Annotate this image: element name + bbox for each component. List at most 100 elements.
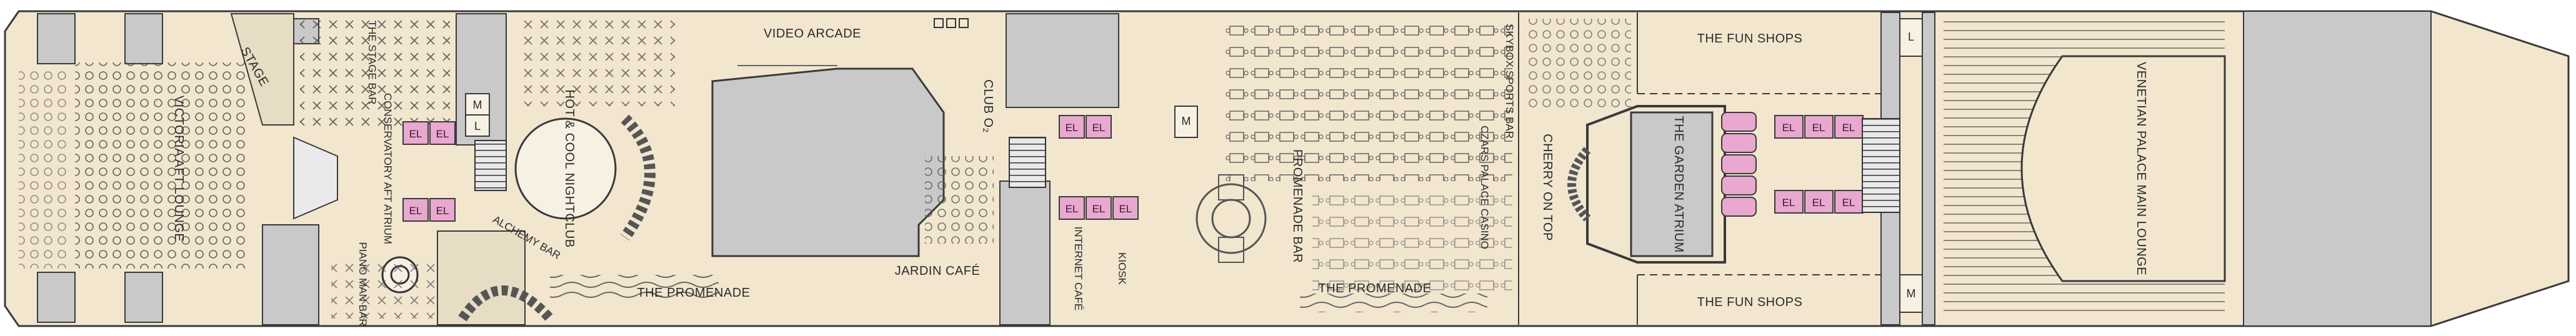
elevator-icon [1774, 115, 1804, 139]
forward-service [2243, 11, 2432, 327]
promenade-decor [1300, 294, 1487, 312]
service-area [124, 272, 163, 323]
restroom-men [1899, 274, 1923, 313]
jardin-cafe-label: JARDIN CAFÉ [895, 264, 981, 278]
svg-text:EL: EL [409, 205, 422, 217]
svg-text:EL: EL [436, 205, 449, 217]
elevator-icon [1059, 196, 1085, 220]
elevator-bank-aft-bottom [402, 198, 456, 222]
service-area [437, 230, 526, 325]
svg-text:EL: EL [1842, 122, 1855, 134]
svg-text:EL: EL [1782, 122, 1795, 134]
stairs-icon [474, 140, 507, 191]
promenade-decor [550, 275, 719, 300]
restroom-men [465, 93, 490, 116]
nightclub-booths [620, 114, 656, 241]
skybox-sports-bar-label: SKYBOX SPORTS BAR [1504, 24, 1515, 139]
elevator-bank-fwd-bottom [1774, 190, 1864, 214]
elevator-icon [429, 121, 456, 145]
service-area [37, 13, 76, 64]
video-arcade-label: VIDEO ARCADE [764, 27, 861, 41]
casino-slots [1312, 187, 1512, 300]
service-area [37, 272, 76, 323]
svg-text:EL: EL [1812, 122, 1825, 134]
promenade-bar-label: PROMENADE BAR [1290, 149, 1304, 263]
svg-text:EL: EL [436, 128, 449, 140]
service-area [1922, 12, 1935, 325]
elevator-icon [1804, 190, 1834, 214]
svg-text:L: L [474, 120, 481, 132]
elevator-icon [1834, 115, 1864, 139]
elevator-bank-mid-bottom [1059, 196, 1139, 220]
the-promenade-label-1: THE PROMENADE [637, 286, 751, 300]
elevator-icon [1086, 115, 1112, 139]
svg-text:EL: EL [1092, 203, 1106, 215]
atrium-stair-arc [1567, 147, 1591, 222]
kiosk-label: KIOSK [1116, 252, 1128, 285]
arcade-machines [737, 59, 837, 71]
svg-text:EL: EL [1066, 122, 1079, 134]
stairs-icon [1862, 118, 1900, 213]
svg-text:M: M [1907, 287, 1916, 300]
atrium-platform [1630, 111, 1714, 257]
elevator-icon [1112, 196, 1139, 220]
restroom-ladies [465, 114, 490, 137]
elevator-icon [1804, 115, 1834, 139]
casino-tables [1225, 25, 1512, 181]
elevator-icon [429, 198, 456, 222]
alchemy-bar-arc [458, 285, 554, 322]
restroom-men [1174, 106, 1198, 138]
stairs-icon [1009, 137, 1046, 188]
fun-shops-bottom-label: THE FUN SHOPS [1697, 295, 1803, 309]
elevator-labels: EL EL EL EL EL EL EL EL EL EL EL EL EL E… [409, 122, 1855, 217]
restroom-ladies [1899, 18, 1923, 57]
svg-text:L: L [1908, 31, 1914, 43]
elevator-icon [402, 121, 429, 145]
elevator-icon [1059, 115, 1085, 139]
svg-text:EL: EL [409, 128, 422, 140]
piano-man-bar-label: PIANO MAN BAR [357, 242, 369, 326]
cherry-on-top-label: CHERRY ON TOP [1540, 134, 1554, 241]
club-o2-squares [934, 18, 969, 28]
cafe-seating [925, 156, 994, 244]
elevator-bank-mid-top [1059, 115, 1112, 139]
club-o2-room [711, 67, 945, 257]
venetian-palace-label: VENETIAN PALACE MAIN LOUNGE [2134, 62, 2148, 275]
svg-text:EL: EL [1092, 122, 1106, 134]
elevator-icon [1774, 190, 1804, 214]
svg-text:EL: EL [1119, 203, 1132, 215]
conservatory-aft-atrium-label: CONSERVATORY AFT ATRIUM [382, 93, 394, 244]
atrium-shape [293, 136, 338, 220]
aft-lounge-edge [19, 69, 69, 269]
svg-text:EL: EL [1812, 197, 1825, 209]
svg-text:EL: EL [1066, 203, 1079, 215]
stage-area [230, 13, 294, 126]
svg-text:M: M [1182, 115, 1191, 127]
service-area [999, 180, 1051, 325]
svg-text:EL: EL [1782, 197, 1795, 209]
the-stage-bar-label: THE STAGE BAR [366, 21, 378, 105]
the-garden-atrium-label: THE GARDEN ATRIUM [1672, 116, 1685, 252]
service-area [262, 224, 319, 325]
nightclub-dance-floor [514, 117, 617, 220]
glass-elevators [1721, 112, 1757, 217]
the-promenade-label-2: THE PROMENADE [1319, 282, 1432, 295]
fun-shops-top-label: THE FUN SHOPS [1697, 32, 1803, 46]
svg-text:EL: EL [1842, 197, 1855, 209]
elevator-bank-aft-top [402, 121, 456, 145]
service-area [124, 13, 163, 64]
hot-cool-nightclub-label: HOT & COOL NIGHTCLUB [562, 89, 576, 247]
main-lounge-stage [2020, 55, 2226, 282]
internet-cafe-label: INTERNET CAFÉ [1072, 227, 1084, 311]
nightclub-seating [519, 19, 675, 106]
restroom-labels: M L M L M [473, 31, 1916, 300]
victoria-aft-lounge-label: VICTORIA AFT LOUNGE [172, 96, 186, 242]
service-area [1006, 13, 1119, 108]
elevator-icon [402, 198, 429, 222]
piano-bar-seating [331, 256, 437, 319]
elevator-bank-fwd-top [1774, 115, 1864, 139]
sports-bar-seating [1525, 19, 1631, 112]
bar-seating [300, 19, 450, 131]
club-o2-label: CLUB O₂ [981, 79, 995, 133]
